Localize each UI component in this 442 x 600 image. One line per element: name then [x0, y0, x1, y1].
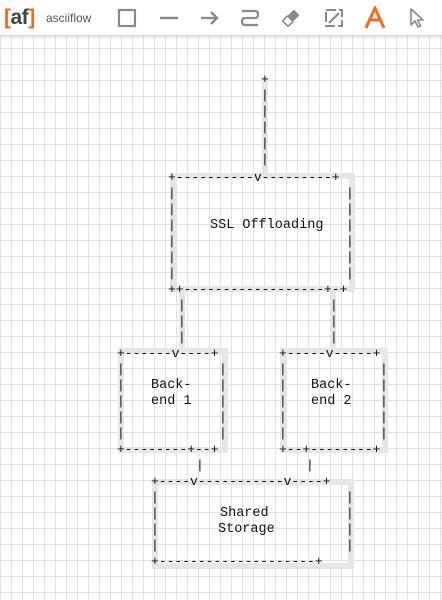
entry-line-segment: | [261, 104, 269, 119]
connector-line: | [178, 314, 186, 329]
storage-label-line2: Storage [218, 522, 275, 537]
ssl-box-side: | [346, 250, 354, 265]
ascii-diagram: + | | | | | +----------v---------+ | | |… [0, 36, 442, 600]
connector-line: | [178, 330, 186, 345]
backend1-box-side: | [219, 378, 227, 393]
storage-box-side: | [151, 506, 159, 521]
connector-line: | [330, 298, 338, 313]
ssl-offloading-label: SSL Offloading [210, 218, 324, 233]
entry-line-segment: | [261, 152, 269, 167]
ssl-box-side: | [168, 202, 176, 217]
connector-line: | [330, 330, 338, 345]
backend2-box-side: | [279, 394, 287, 409]
backend2-box-side: | [279, 378, 287, 393]
storage-connector-line: | [196, 458, 204, 473]
ssl-box-bottom: ++------------------+-+ [168, 282, 348, 297]
storage-box-side: | [346, 522, 354, 537]
connector-line: | [330, 314, 338, 329]
storage-connector-line: | [306, 458, 314, 473]
ssl-box-side: | [168, 186, 176, 201]
backend1-box-side: | [117, 394, 125, 409]
ssl-box-side: | [346, 218, 354, 233]
ssl-box-top: +----------v---------+ [168, 170, 340, 185]
erase-tool-button[interactable] [277, 4, 305, 32]
backend1-box-side: | [117, 378, 125, 393]
freeform-tool-button[interactable] [236, 4, 264, 32]
entry-line-segment: | [261, 88, 269, 103]
text-tool-button[interactable] [361, 4, 389, 32]
logo-bracket-open: [ [4, 6, 11, 29]
ssl-box-side: | [346, 202, 354, 217]
backend1-box-side: | [219, 394, 227, 409]
backend2-box-side: | [380, 426, 388, 441]
backend1-box-bottom: +--------+--+ [117, 442, 219, 457]
box-tool-button[interactable] [113, 4, 141, 32]
entry-line-segment: | [261, 136, 269, 151]
backend2-box-side: | [279, 362, 287, 377]
backend1-label-line1: Back- [151, 378, 192, 393]
backend2-box-side: | [380, 394, 388, 409]
logo-bracket-close: ] [28, 6, 35, 29]
storage-box-side: | [346, 538, 354, 553]
connector-line: | [178, 298, 186, 313]
backend1-box-top: +------v----+ [117, 346, 219, 361]
storage-box-side: | [151, 490, 159, 505]
freeform-icon [240, 9, 260, 27]
storage-box-bottom: +--------------------+ [151, 554, 323, 569]
backend2-box-side: | [380, 378, 388, 393]
backend1-box-side: | [219, 362, 227, 377]
backend2-box-side: | [279, 410, 287, 425]
resize-tool-button[interactable] [320, 4, 348, 32]
ssl-box-side: | [168, 218, 176, 233]
backend1-box-side: | [219, 426, 227, 441]
backend2-box-side: | [380, 362, 388, 377]
resize-icon [325, 9, 343, 27]
ssl-box-side: | [168, 250, 176, 265]
backend2-label-line2: end 2 [311, 394, 352, 409]
backend2-box-side: | [380, 410, 388, 425]
line-tool-button[interactable] [155, 4, 183, 32]
backend2-box-side: | [279, 426, 287, 441]
ssl-box-side: | [168, 266, 176, 281]
storage-box-side: | [346, 506, 354, 521]
entry-line-segment: | [261, 120, 269, 135]
backend1-box-side: | [117, 426, 125, 441]
ssl-box-side: | [346, 266, 354, 281]
backend1-box-side: | [117, 362, 125, 377]
line-icon [160, 16, 178, 20]
storage-box-top: +----v-----------v----+ [151, 474, 331, 489]
ssl-box-side: | [346, 186, 354, 201]
ssl-box-side: | [168, 234, 176, 249]
toolbar: [af] asciiflow [0, 0, 442, 36]
backend1-label-line2: end 1 [151, 394, 192, 409]
square-icon [117, 8, 137, 28]
backend2-box-bottom: +--+--------+ [279, 442, 381, 457]
app-logo[interactable]: [af] [4, 5, 35, 30]
select-tool-button[interactable] [403, 4, 431, 32]
logo-text: af [10, 6, 29, 29]
entry-point-plus: + [261, 72, 269, 87]
storage-box-side: | [346, 490, 354, 505]
backend2-box-top: +-----v-----+ [279, 346, 381, 361]
backend2-label-line1: Back- [311, 378, 352, 393]
arrow-icon [201, 11, 219, 25]
eraser-icon [282, 9, 300, 27]
ssl-box-side: | [346, 234, 354, 249]
storage-box-side: | [151, 522, 159, 537]
text-a-icon [364, 6, 386, 29]
storage-box-side: | [151, 538, 159, 553]
app-name: asciiflow [46, 11, 92, 25]
cursor-icon [410, 8, 424, 28]
backend1-box-side: | [117, 410, 125, 425]
backend1-box-side: | [219, 410, 227, 425]
arrow-tool-button[interactable] [196, 4, 224, 32]
storage-label-line1: Shared [220, 506, 269, 521]
